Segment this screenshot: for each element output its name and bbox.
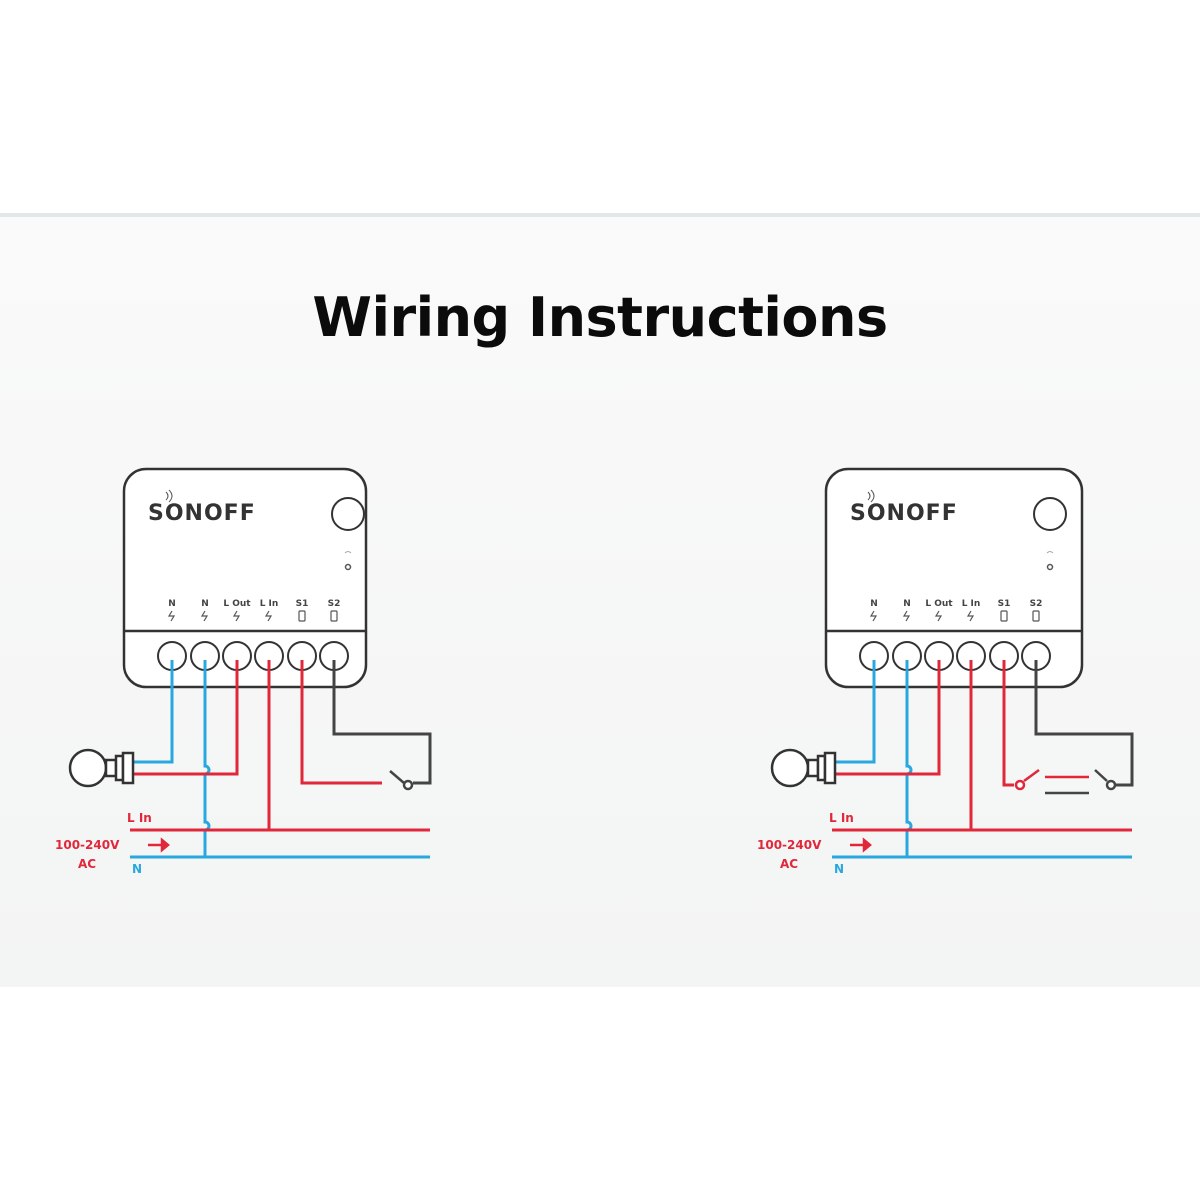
live-in-label: L In <box>829 811 854 825</box>
brand-logo: SONOFF <box>850 501 958 526</box>
terminal-label: S1 <box>296 599 309 609</box>
s2-wire <box>332 660 432 785</box>
switch-icon <box>389 770 414 791</box>
neutral-wire-to-lamp <box>132 660 174 764</box>
module-body <box>122 467 368 689</box>
brand-logo: SONOFF <box>148 501 256 526</box>
terminal-label: S1 <box>998 599 1011 609</box>
pairing-button <box>331 497 365 531</box>
terminal-label: S2 <box>328 599 341 609</box>
s2-wire <box>1034 660 1134 787</box>
neutral-wire-to-supply <box>203 660 211 858</box>
terminal-label: N <box>201 599 209 609</box>
neutral-label: N <box>132 862 142 876</box>
switch-terminal-icon <box>1000 610 1008 622</box>
light-bulb-icon <box>68 748 135 788</box>
arrow-right-icon <box>850 837 872 853</box>
wifi-led-icon <box>344 551 352 571</box>
ac-label: AC <box>78 857 96 871</box>
live-out-wire-to-lamp <box>834 660 941 776</box>
terminal-label: S2 <box>1030 599 1043 609</box>
pairing-button <box>1033 497 1067 531</box>
wireless-signal-icon <box>867 489 875 503</box>
voltage-label: 100-240V <box>757 838 822 852</box>
terminal-label: L In <box>260 599 279 609</box>
switch-terminal-icon <box>330 610 338 622</box>
page-title: Wiring Instructions <box>312 286 888 349</box>
terminal-label: N <box>870 599 878 609</box>
terminal-label: L In <box>962 599 981 609</box>
arrow-right-icon <box>148 837 170 853</box>
diagram-two-way-switch: SONOFF N N L Out L In S1 S2 <box>757 467 1134 876</box>
sonoff-module: SONOFF N N L Out L In S1 S2 <box>122 467 368 689</box>
switch-terminal-icon <box>1032 610 1040 622</box>
terminal-label: L Out <box>925 599 953 609</box>
live-out-wire-to-lamp <box>132 660 239 776</box>
wireless-signal-icon <box>165 489 173 503</box>
switch-terminal-icon <box>298 610 306 622</box>
bolt-icon <box>934 610 943 622</box>
terminal-label: L Out <box>223 599 251 609</box>
terminal-label: N <box>168 599 176 609</box>
bolt-icon <box>232 610 241 622</box>
ac-label: AC <box>780 857 798 871</box>
neutral-wire-to-supply <box>905 660 913 858</box>
terminal-labels: N N L Out L In S1 S2 <box>168 599 340 609</box>
neutral-wire-to-lamp <box>834 660 876 764</box>
sonoff-module: SONOFF N N L Out L In S1 S2 <box>824 467 1084 689</box>
s1-wire <box>1002 660 1014 787</box>
bolt-icon <box>200 610 209 622</box>
bolt-icon <box>869 610 878 622</box>
bolt-icon <box>167 610 176 622</box>
terminal-label: N <box>903 599 911 609</box>
bolt-icon <box>264 610 273 622</box>
neutral-label: N <box>834 862 844 876</box>
two-way-switch-icon <box>1014 768 1117 795</box>
terminal-labels: N N L Out L In S1 S2 <box>870 599 1042 609</box>
bolt-icon <box>902 610 911 622</box>
diagram-single-switch: SONOFF N N L Out L In S1 S2 <box>55 467 432 876</box>
live-in-label: L In <box>127 811 152 825</box>
module-body <box>824 467 1084 689</box>
wifi-led-icon <box>1046 551 1054 571</box>
s1-wire <box>300 660 382 785</box>
light-bulb-icon <box>770 748 837 788</box>
bolt-icon <box>966 610 975 622</box>
voltage-label: 100-240V <box>55 838 120 852</box>
